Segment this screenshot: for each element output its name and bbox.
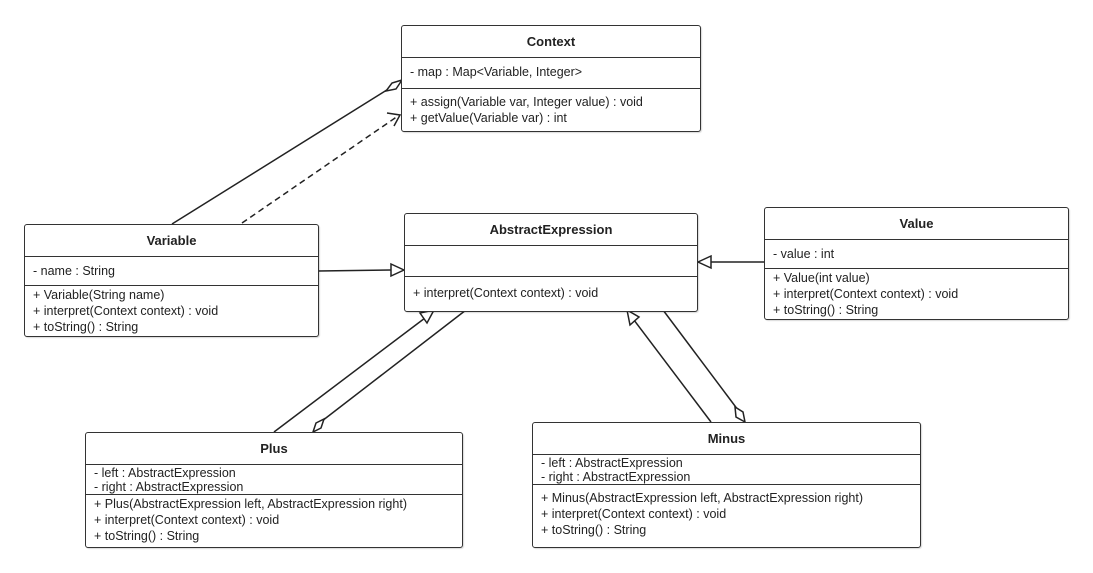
abstract-expression-class[interactable]: AbstractExpression + interpret(Context c… <box>404 213 698 312</box>
minus-attributes: - left : AbstractExpression - right : Ab… <box>533 455 920 485</box>
aggregation-line-variable-context <box>171 87 391 225</box>
generalization-line-plus <box>273 317 426 433</box>
variable-attributes: - name : String <box>25 257 318 286</box>
minus-method-interpret: + interpret(Context context) : void <box>541 507 727 521</box>
variable-methods: + Variable(String name) + interpret(Cont… <box>25 286 318 336</box>
plus-attribute-left: - left : AbstractExpression <box>94 466 236 480</box>
context-class[interactable]: Context - map : Map<Variable, Integer> +… <box>401 25 701 132</box>
minus-attribute-right: - right : AbstractExpression <box>541 470 691 484</box>
abstract-expression-method-interpret: + interpret(Context context) : void <box>413 286 599 300</box>
plus-class-name: Plus <box>86 433 462 465</box>
generalization-triangle-variable <box>390 262 406 278</box>
context-method-assign: + assign(Variable var, Integer value) : … <box>410 95 643 109</box>
context-attribute-map: - map : Map<Variable, Integer> <box>410 65 583 79</box>
aggregation-line-plus <box>321 309 467 422</box>
plus-methods: + Plus(AbstractExpression left, Abstract… <box>86 495 462 547</box>
variable-method-tostring: + toString() : String <box>33 320 139 334</box>
value-class-name: Value <box>765 208 1068 240</box>
value-attribute-value: - value : int <box>773 247 835 261</box>
dependency-line-variable-context <box>241 115 399 224</box>
plus-attribute-right: - right : AbstractExpression <box>94 480 244 494</box>
variable-attribute-name: - name : String <box>33 264 115 278</box>
value-method-constructor: + Value(int value) <box>773 271 870 285</box>
plus-method-interpret: + interpret(Context context) : void <box>94 513 280 527</box>
aggregation-line-minus <box>662 309 739 411</box>
generalization-triangle-minus <box>625 308 641 327</box>
abstract-expression-methods: + interpret(Context context) : void <box>405 277 697 311</box>
aggregation-diamond-minus <box>734 405 747 424</box>
plus-method-constructor: + Plus(AbstractExpression left, Abstract… <box>94 497 407 511</box>
abstract-expression-attributes <box>405 246 697 277</box>
variable-method-constructor: + Variable(String name) <box>33 288 165 302</box>
context-method-getvalue: + getValue(Variable var) : int <box>410 111 567 125</box>
minus-method-tostring: + toString() : String <box>541 523 647 537</box>
minus-attribute-left: - left : AbstractExpression <box>541 456 683 470</box>
dependency-arrowhead-context <box>386 112 402 127</box>
value-methods: + Value(int value) + interpret(Context c… <box>765 269 1068 319</box>
generalization-line-minus <box>633 319 712 423</box>
context-class-name: Context <box>402 26 700 58</box>
aggregation-diamond-plus <box>311 417 326 434</box>
minus-class[interactable]: Minus - left : AbstractExpression - righ… <box>532 422 921 548</box>
variable-class[interactable]: Variable - name : String + Variable(Stri… <box>24 224 319 337</box>
plus-attributes: - left : AbstractExpression - right : Ab… <box>86 465 462 495</box>
value-method-tostring: + toString() : String <box>773 303 879 317</box>
value-class[interactable]: Value - value : int + Value(int value) +… <box>764 207 1069 320</box>
minus-class-name: Minus <box>533 423 920 455</box>
variable-method-interpret: + interpret(Context context) : void <box>33 304 219 318</box>
generalization-triangle-value <box>696 254 712 270</box>
aggregation-diamond-context <box>384 78 404 93</box>
generalization-line-variable <box>317 269 392 272</box>
variable-class-name: Variable <box>25 225 318 257</box>
plus-class[interactable]: Plus - left : AbstractExpression - right… <box>85 432 463 548</box>
minus-methods: + Minus(AbstractExpression left, Abstrac… <box>533 485 920 547</box>
value-attributes: - value : int <box>765 240 1068 269</box>
plus-method-tostring: + toString() : String <box>94 529 200 543</box>
minus-method-constructor: + Minus(AbstractExpression left, Abstrac… <box>541 491 864 505</box>
value-method-interpret: + interpret(Context context) : void <box>773 287 959 301</box>
context-methods: + assign(Variable var, Integer value) : … <box>402 89 700 131</box>
abstract-expression-class-name: AbstractExpression <box>405 214 697 246</box>
context-attributes: - map : Map<Variable, Integer> <box>402 58 700 89</box>
